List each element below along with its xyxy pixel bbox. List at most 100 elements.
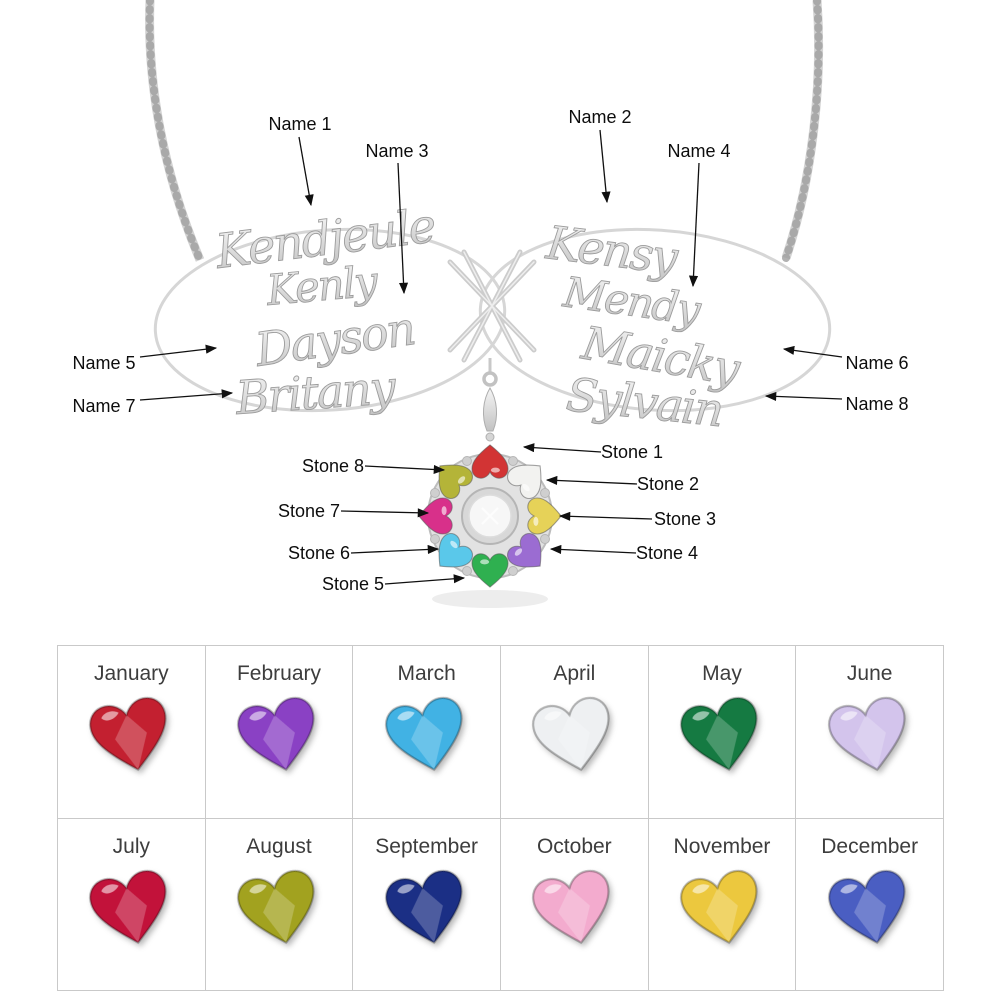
infinity-loop-right — [478, 227, 832, 413]
stone-callout-1: Stone 1 — [601, 442, 663, 462]
month-label: April — [553, 662, 596, 685]
engraved-name-3: Kenly — [264, 256, 381, 315]
name-arrow-4 — [688, 162, 700, 288]
name-callout-5: Name 5 — [72, 353, 135, 373]
name-arrow-1 — [298, 136, 314, 207]
stone-heart-5 — [471, 553, 509, 588]
stone-callout-2: Stone 2 — [637, 474, 699, 494]
heart-gem-icon — [680, 869, 758, 944]
infinity-loop-left — [153, 227, 507, 413]
center-lattice — [447, 249, 537, 363]
pendant-bail — [482, 358, 498, 442]
month-cell-december: December — [796, 818, 944, 991]
stone-heart-body — [438, 464, 474, 500]
stone-shine — [441, 506, 447, 516]
heart-gem-icon — [89, 869, 167, 944]
month-label: May — [702, 662, 742, 685]
month-label: June — [846, 662, 893, 685]
gem-facet — [558, 887, 591, 943]
name-callouts: Name 1 Name 2 Name 3 Name 4 Name 5 Name … — [72, 107, 908, 416]
name-callout-3: Name 3 — [365, 141, 428, 161]
gem-facet — [853, 715, 886, 770]
name-callout-6: Name 6 — [845, 353, 908, 373]
gem-facet — [263, 887, 295, 943]
gem-facet — [115, 887, 148, 943]
heart-gem-icon — [237, 869, 315, 944]
month-label: March — [397, 662, 456, 685]
stone-arrow-1 — [522, 443, 602, 453]
name-arrow-6 — [782, 345, 843, 358]
month-cell-january: January — [58, 646, 206, 819]
stone-heart-body — [506, 464, 542, 500]
birthstone-cluster — [418, 444, 562, 588]
gem-shine — [544, 883, 562, 893]
month-label: September — [375, 834, 479, 858]
name-callout-4: Name 4 — [667, 141, 730, 161]
gem-shine — [692, 711, 710, 721]
month-cell-may: May — [648, 646, 797, 819]
heart-gem-icon — [827, 696, 906, 772]
center-stone — [461, 487, 519, 545]
heart-gem-icon — [680, 696, 758, 772]
gem-shine — [101, 711, 119, 721]
heart-gem-icon — [827, 869, 906, 944]
name-callout-2: Name 2 — [568, 107, 631, 127]
chain-left — [145, 0, 205, 264]
chain-right — [781, 0, 824, 262]
name-callout-7: Name 7 — [72, 396, 135, 416]
month-label: August — [246, 834, 312, 858]
month-cell-october: October — [501, 818, 649, 991]
stone-heart-6 — [438, 532, 474, 568]
name-callout-1: Name 1 — [268, 114, 331, 134]
stone-shine — [522, 483, 530, 492]
month-cell-july: July — [58, 818, 206, 991]
stone-heart-1 — [471, 444, 509, 479]
stone-heart-body — [506, 532, 542, 568]
month-cell-april: April — [501, 646, 649, 819]
gem-facet — [410, 887, 443, 943]
name-arrow-8 — [764, 391, 843, 401]
stone-heart-2 — [506, 464, 542, 500]
stone-heart-7 — [418, 497, 453, 535]
stone-callout-7: Stone 7 — [278, 501, 340, 521]
stone-arrow-4 — [549, 544, 637, 555]
gem-facet — [263, 715, 295, 770]
stone-arrow-8 — [364, 464, 446, 475]
month-label: January — [93, 662, 169, 685]
stone-arrow-7 — [340, 508, 430, 518]
stone-heart-body — [438, 532, 474, 568]
stone-arrow-5 — [384, 574, 466, 585]
birthstone-table: January February March Apr — [57, 645, 944, 991]
gem-shine — [101, 883, 119, 893]
heart-gem-icon — [384, 869, 463, 944]
heart-gem-icon — [532, 869, 610, 944]
month-label: November — [673, 834, 771, 858]
pendant-shadow — [432, 590, 548, 608]
month-label: December — [821, 834, 919, 858]
name-callout-8: Name 8 — [845, 394, 908, 414]
stone-arrow-3 — [558, 511, 653, 521]
month-label: July — [112, 834, 150, 858]
gem-facet — [853, 887, 886, 943]
stone-heart-body — [418, 497, 453, 535]
gem-facet — [115, 715, 148, 770]
stone-heart-body — [471, 444, 509, 479]
gem-facet — [706, 887, 738, 943]
stone-arrow-2 — [545, 475, 638, 486]
stone-heart-body — [527, 497, 562, 535]
cluster-prongs — [430, 456, 550, 576]
gem-shine — [839, 711, 858, 721]
name-arrow-7 — [139, 389, 234, 401]
stone-heart-body — [471, 553, 509, 588]
stone-callout-6: Stone 6 — [288, 543, 350, 563]
heart-gem-icon — [532, 696, 610, 772]
stone-heart-4 — [506, 532, 542, 568]
month-label: February — [236, 662, 321, 685]
name-arrow-2 — [599, 129, 611, 204]
month-label: October — [536, 834, 612, 858]
gem-shine — [544, 711, 562, 721]
month-cell-september: September — [353, 818, 501, 991]
heart-gem-icon — [384, 696, 463, 772]
stone-heart-3 — [527, 497, 562, 535]
